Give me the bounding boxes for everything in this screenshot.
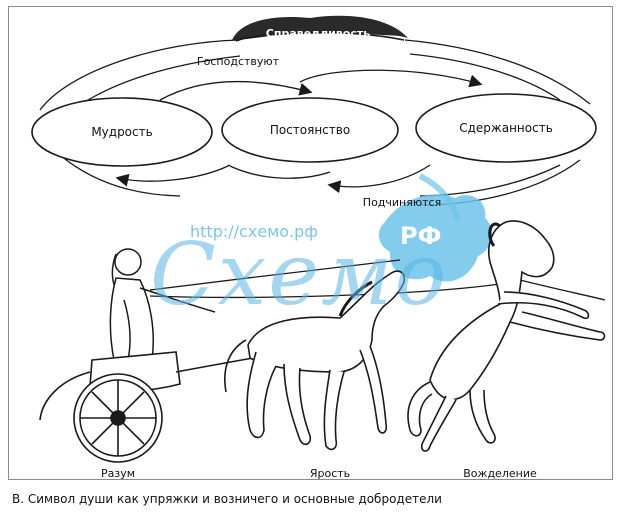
- watermark-logo-text: Схемо: [150, 225, 449, 325]
- virtue-temperance-label: Сдержанность: [459, 121, 553, 135]
- justice-label: Справедливость: [265, 27, 371, 40]
- ellipse-temperance: [415, 93, 597, 163]
- virtue-constancy-label: Постоянство: [269, 123, 351, 137]
- ellipse-constancy: [221, 97, 399, 163]
- figure-desire-label: Вожделение: [463, 467, 537, 480]
- horse-desire: [407, 220, 606, 452]
- figure-reason-label: Разум: [100, 467, 136, 480]
- dominate-label: Господствуют: [196, 55, 280, 68]
- dominate-arrows: [39, 39, 591, 113]
- justice-cloud: [232, 15, 408, 42]
- watermark-url: http://схемо.рф: [190, 222, 318, 241]
- diagram-frame: [8, 6, 613, 480]
- virtue-wisdom-label: Мудрость: [91, 125, 153, 139]
- figure-fury-label: Ярость: [309, 467, 351, 480]
- chariot: [39, 339, 351, 463]
- horse-fury: [224, 270, 406, 451]
- virtue-ellipses: [31, 93, 597, 167]
- watermark-badge: РФ: [400, 222, 442, 250]
- obey-label: Подчиняются: [362, 196, 442, 209]
- figure-caption: В. Символ души как упряжки и возничего и…: [12, 492, 442, 506]
- reins: [149, 259, 606, 301]
- obey-arrows: [59, 154, 581, 206]
- ellipse-wisdom: [31, 97, 213, 167]
- watermark-shapes: [378, 173, 493, 282]
